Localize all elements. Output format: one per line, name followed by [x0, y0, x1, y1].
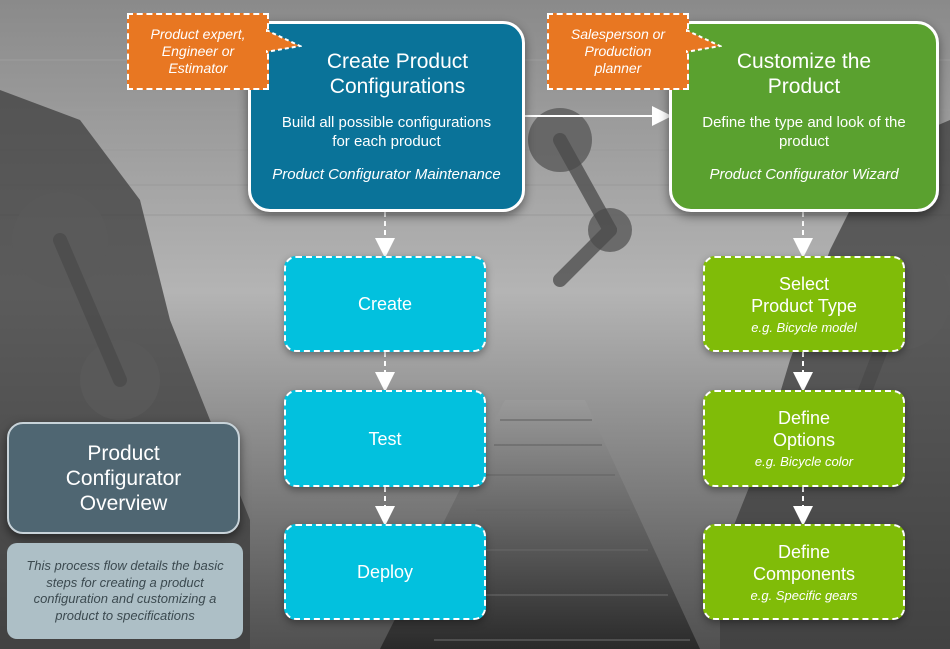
step-create: Create: [284, 256, 486, 352]
role-callout-right: Salesperson or Production planner: [547, 13, 689, 90]
step-title-line: Components: [752, 563, 856, 584]
callout-line: planner: [594, 60, 642, 76]
callout-line: Estimator: [168, 60, 228, 76]
create-configurations-description: Build all possible configurations for ea…: [282, 113, 491, 151]
tool-name: Product Configurator Maintenance: [272, 166, 501, 183]
step-title: Define Components: [753, 541, 855, 585]
step-title: Define Options: [773, 407, 835, 451]
step-define-options: Define Options e.g. Bicycle color: [703, 390, 905, 487]
description-line: Define the type and look of the: [702, 114, 906, 131]
overview-title: Product Configurator Overview: [66, 441, 182, 516]
callout-line: Production: [584, 43, 652, 59]
callout-line: Engineer or: [161, 43, 235, 59]
step-title: Select Product Type: [751, 273, 857, 317]
description-line: for each product: [332, 133, 441, 150]
note-line: This process flow details the basic: [26, 558, 224, 573]
step-define-components: Define Components e.g. Specific gears: [703, 524, 905, 620]
customize-product-title: Customize the Product: [737, 49, 871, 99]
overview-title-panel: Product Configurator Overview: [7, 422, 240, 534]
description-line: Build all possible configurations: [281, 114, 492, 131]
overview-note: This process flow details the basic step…: [7, 543, 243, 639]
title-line: Customize the: [736, 50, 872, 73]
note-line: product to specifications: [55, 607, 195, 623]
title-line: Product: [767, 75, 841, 98]
step-title: Test: [368, 428, 402, 449]
overview-title-line: Product: [87, 441, 160, 465]
create-configurations-title: Create Product Configurations: [305, 49, 468, 99]
step-deploy: Deploy: [284, 524, 486, 620]
step-title-line: Options: [772, 430, 836, 450]
note-line: configuration and customizing a: [33, 591, 217, 606]
step-select-product-type: Select Product Type e.g. Bicycle model: [703, 256, 905, 352]
step-title-line: Define: [777, 408, 830, 428]
title-line: Create Product: [326, 50, 469, 73]
step-example: e.g. Specific gears: [750, 587, 858, 603]
callout-pointer-left: [266, 28, 302, 54]
step-title: Create: [357, 294, 413, 314]
step-title-line: Define: [777, 541, 831, 562]
step-title: Deploy: [356, 562, 414, 582]
overview-title-line: Configurator: [65, 466, 182, 490]
step-example: e.g. Bicycle color: [754, 454, 854, 469]
note-line: steps for creating a product: [46, 574, 204, 590]
create-configurations-box: Create Product Configurations Build all …: [248, 21, 525, 212]
role-callout-left: Product expert, Engineer or Estimator: [127, 13, 269, 90]
step-title-line: Select: [778, 273, 829, 294]
tool-name: Product Configurator Wizard: [709, 166, 899, 183]
callout-line: Salesperson or: [570, 26, 666, 42]
description-line: product: [778, 133, 830, 150]
callout-line: Product expert,: [150, 26, 246, 42]
overview-title-line: Overview: [79, 491, 168, 515]
callout-pointer-right: [686, 28, 722, 54]
step-test: Test: [284, 390, 486, 487]
customize-product-description: Define the type and look of the product: [702, 113, 905, 151]
step-example: e.g. Bicycle model: [751, 319, 857, 335]
step-title-line: Product Type: [751, 295, 857, 316]
title-line: Configurations: [329, 75, 466, 98]
customize-product-box: Customize the Product Define the type an…: [669, 21, 939, 212]
